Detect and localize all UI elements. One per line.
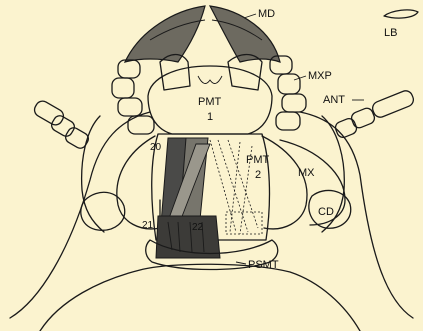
label-pmt1: PMT bbox=[198, 96, 222, 108]
prementum-1-notch bbox=[198, 76, 222, 83]
labrum-icon bbox=[384, 10, 418, 18]
label-ant: ANT bbox=[323, 94, 345, 106]
label-pmt2-number: 2 bbox=[255, 169, 261, 181]
right-maxillary-palp bbox=[270, 56, 306, 130]
label-muscle-22: 22 bbox=[192, 222, 204, 233]
label-md: MD bbox=[258, 8, 275, 20]
label-lb: LB bbox=[384, 27, 397, 39]
label-pmt1-number: 1 bbox=[207, 111, 213, 123]
label-cd: CD bbox=[318, 206, 334, 218]
label-mxp: MXP bbox=[308, 70, 332, 82]
label-mx: MX bbox=[298, 167, 315, 179]
mx-lobe bbox=[280, 140, 345, 225]
label-muscle-21: 21 bbox=[142, 220, 154, 231]
right-antenna bbox=[334, 89, 416, 139]
md-leader bbox=[244, 14, 256, 18]
thorax-outline bbox=[40, 264, 360, 331]
left-mandible bbox=[125, 6, 205, 62]
muscles-20-21-22 bbox=[156, 138, 220, 258]
label-muscle-20: 20 bbox=[150, 142, 162, 153]
label-pmt2: PMT bbox=[246, 154, 270, 166]
left-antenna bbox=[32, 99, 91, 151]
psmt-leader bbox=[236, 262, 246, 264]
label-psmt: PSMT bbox=[248, 259, 279, 271]
